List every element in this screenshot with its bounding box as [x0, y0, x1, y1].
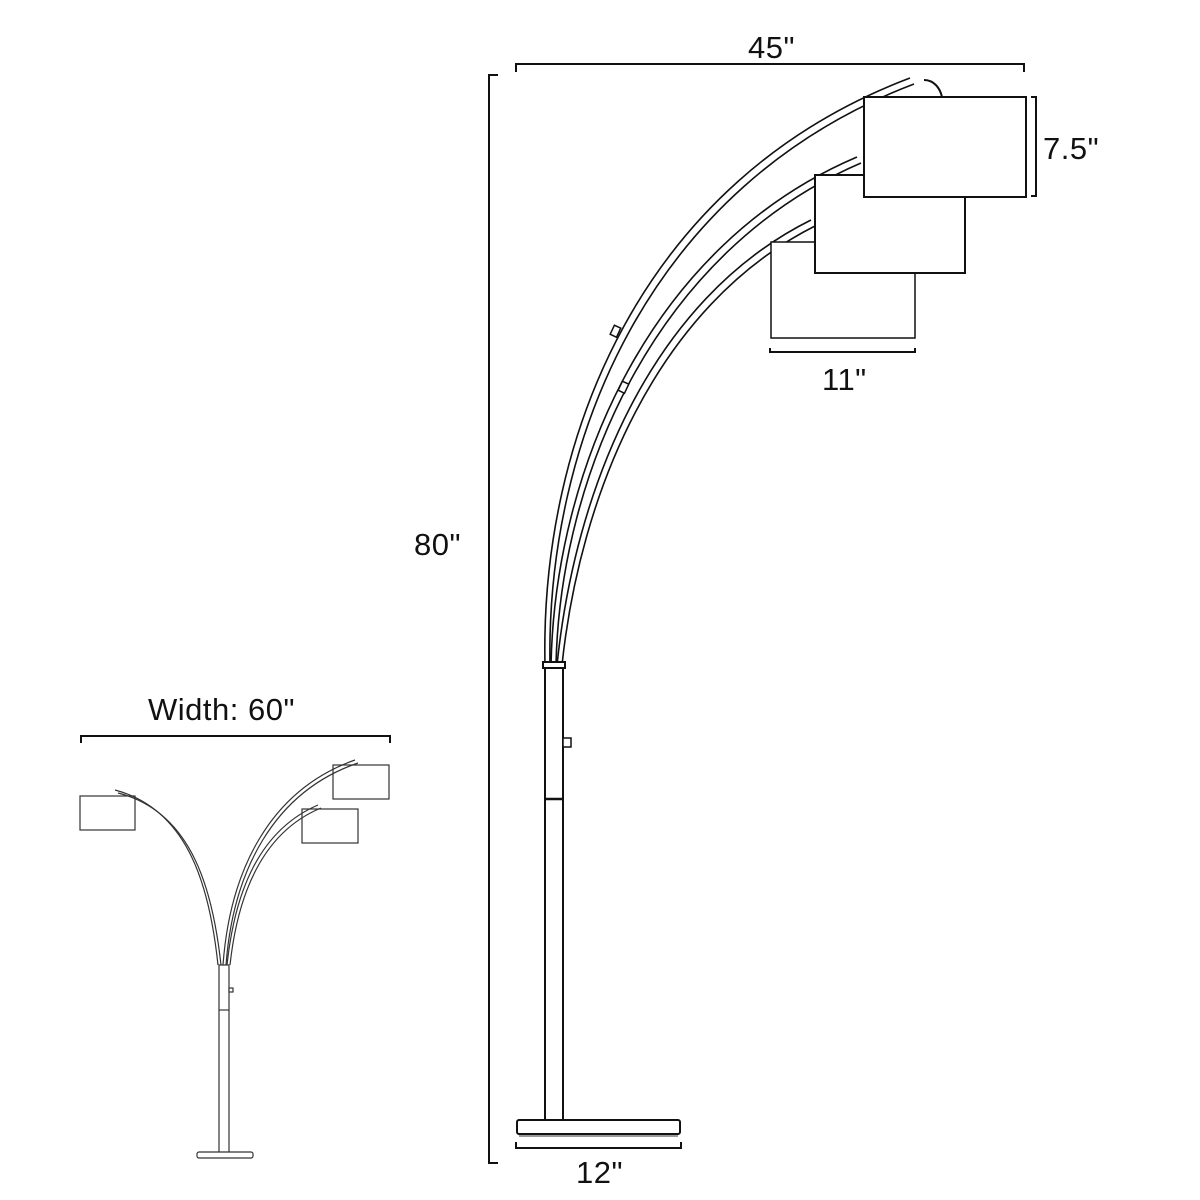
front-width-label: Width: 60" — [148, 692, 295, 727]
arm-joint — [609, 324, 622, 339]
width-label: 45" — [748, 30, 795, 65]
lamp-pole — [544, 667, 564, 1121]
front-view-lamp — [79, 759, 390, 1159]
lamp-arms — [544, 77, 915, 666]
height-dimension-line — [488, 74, 498, 1164]
width-dimension-line — [515, 63, 1025, 72]
shade-width-dimension-line — [769, 348, 916, 353]
shade-height-dimension-line — [1031, 96, 1037, 197]
height-label: 80" — [414, 527, 461, 562]
arm-hook — [923, 79, 943, 98]
lamp-shade-top — [863, 96, 1027, 198]
shade-width-label: 11" — [822, 362, 867, 397]
front-width-dimension-line — [80, 735, 391, 743]
base-width-label: 12" — [576, 1155, 623, 1190]
shade-height-label: 7.5" — [1043, 131, 1100, 166]
lamp-base — [516, 1119, 681, 1135]
switch-knob — [562, 737, 572, 748]
arm-joint — [617, 380, 630, 395]
base-width-dimension-line — [515, 1142, 682, 1149]
